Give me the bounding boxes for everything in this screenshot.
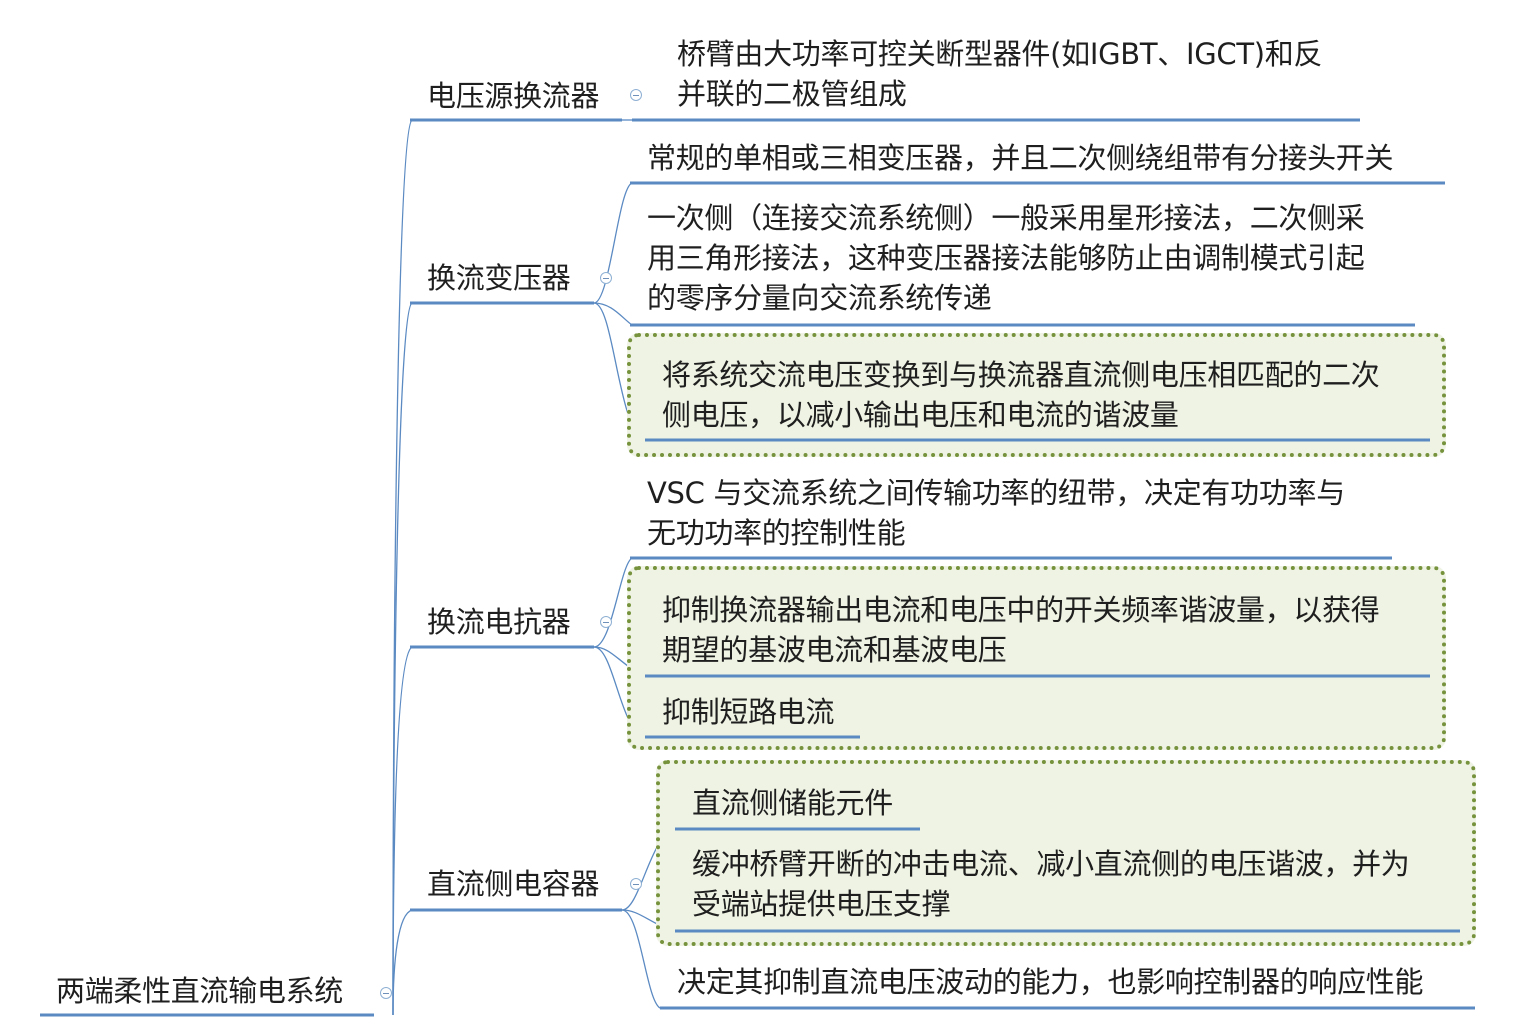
highlight-group-reactor [627,566,1446,750]
leaf-node[interactable]: VSC 与交流系统之间传输功率的纽带，决定有功功率与 无功功率的控制性能 [647,476,1345,550]
collapse-toggle-icon[interactable] [600,272,612,284]
leaf-node[interactable]: 抑制短路电流 [662,695,835,729]
leaf-node[interactable]: 直流侧储能元件 [692,786,893,820]
collapse-toggle-icon[interactable] [630,89,642,101]
leaf-node[interactable]: 抑制换流器输出电流和电压中的开关频率谐波量，以获得 期望的基波电流和基波电压 [662,593,1380,667]
collapse-toggle-icon[interactable] [380,987,392,999]
root-node[interactable]: 两端柔性直流输电系统 [56,974,344,1008]
highlight-group-transformer [627,333,1446,457]
branch-node-capacitor[interactable]: 直流侧电容器 [427,867,600,901]
collapse-toggle-icon[interactable] [600,616,612,628]
leaf-node[interactable]: 桥臂由大功率可控关断型器件(如IGBT、IGCT)和反 并联的二极管组成 [677,37,1323,111]
collapse-toggle-icon[interactable] [630,878,642,890]
leaf-node[interactable]: 将系统交流电压变换到与换流器直流侧电压相匹配的二次 侧电压，以减小输出电压和电流… [662,358,1380,432]
leaf-node[interactable]: 一次侧（连接交流系统侧）一般采用星形接法，二次侧采 用三角形接法，这种变压器接法… [647,201,1365,315]
branch-node-transformer[interactable]: 换流变压器 [427,261,571,295]
leaf-node[interactable]: 决定其抑制直流电压波动的能力，也影响控制器的响应性能 [677,965,1424,999]
connector-curves [392,119,676,1016]
highlight-group-capacitor [656,760,1476,946]
leaf-node[interactable]: 缓冲桥臂开断的冲击电流、减小直流侧的电压谐波，并为 受端站提供电压支撑 [692,847,1410,921]
branch-node-reactor[interactable]: 换流电抗器 [427,605,571,639]
branch-node-converter[interactable]: 电压源换流器 [427,79,600,113]
leaf-node[interactable]: 常规的单相或三相变压器，并且二次侧绕组带有分接头开关 [647,141,1394,175]
